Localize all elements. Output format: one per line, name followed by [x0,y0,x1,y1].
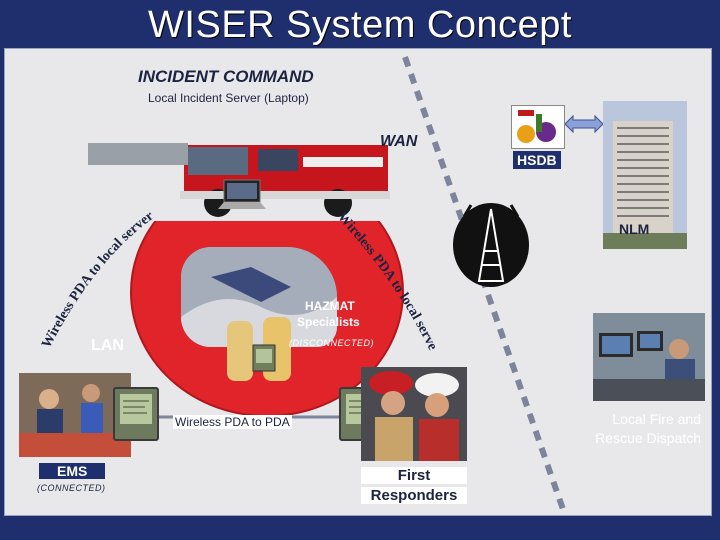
dispatch-photo [593,313,705,401]
hazmat-scene-photo [181,247,337,347]
fire-truck-photo [88,117,393,221]
first-responders-line1: First [361,467,467,484]
ems-photo [19,373,131,457]
pda-to-pda-label: Wireless PDA to PDA [173,415,292,429]
hazmat-suits-photo [223,315,311,385]
ems-pda-icon [113,387,159,441]
dispatch-label-line2: Rescue Dispatch [595,430,701,446]
hazmat-label-line2: Specialists [297,315,360,329]
hazmat-status: (DISCONNECTED) [289,338,374,348]
hsdb-link-arrow [565,113,603,135]
first-responders-line2: Responders [361,487,467,504]
hsdb-label: HSDB [513,151,561,169]
laptop-icon [218,179,266,211]
nlm-label: NLM [619,221,650,237]
radio-tower-icon [449,189,533,289]
lan-label: LAN [91,337,124,354]
hsdb-chemicals-photo [511,105,565,149]
incident-command-subheading: Local Incident Server (Laptop) [148,91,309,105]
hazmat-label-line1: HAZMAT [305,299,355,313]
nlm-building-photo [603,101,687,249]
incident-command-heading: INCIDENT COMMAND [138,67,314,86]
slide-title: WISER System Concept [148,4,572,46]
ems-label: EMS [39,463,106,479]
ems-status: (CONNECTED) [37,483,106,493]
dispatch-label-line1: Local Fire and [612,411,701,427]
first-responders-photo [361,367,467,461]
wan-label: WAN [380,133,418,150]
diagram-panel: INCIDENT COMMAND Local Incident Server (… [4,48,712,516]
